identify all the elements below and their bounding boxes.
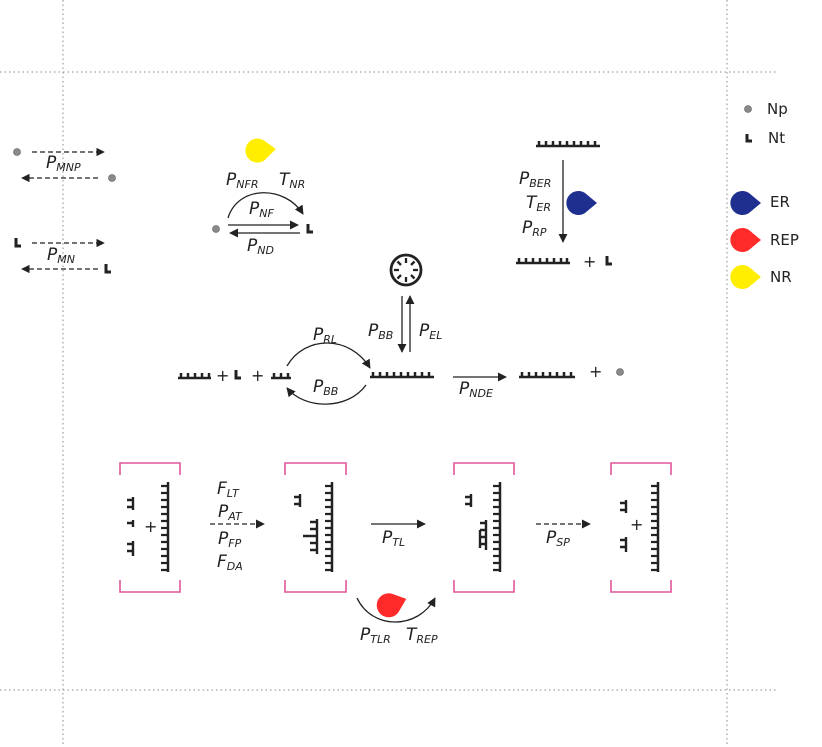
label-pfp: PFP <box>218 529 242 550</box>
ligation-arc <box>286 342 371 369</box>
bracket-bottom <box>453 580 515 593</box>
legend-nt-icon <box>745 134 752 143</box>
label-bb-vertical: PBB <box>368 321 394 342</box>
fragment-icon <box>620 500 628 552</box>
bracket-bottom <box>284 580 347 593</box>
fragment-icon <box>127 497 135 556</box>
label-mnp: PMNP <box>46 153 81 174</box>
label-fda: FDA <box>217 552 243 573</box>
label-el: PEL <box>419 321 443 342</box>
legend-nr-icon <box>730 265 761 289</box>
bracket-top <box>284 462 347 475</box>
template-strand-icon <box>493 482 502 572</box>
label-ber: PBER <box>519 169 552 190</box>
plus-sign: + <box>630 515 644 534</box>
legend-icons <box>730 105 761 289</box>
label-mn: PMN <box>47 245 75 266</box>
label-nf: PNF <box>249 199 274 220</box>
bracket-bottom <box>119 580 181 593</box>
legend-np-icon <box>744 105 752 113</box>
plus-sign: + <box>589 362 603 381</box>
rep-enzyme-icon <box>376 593 407 618</box>
catalysed-formation-arc <box>227 192 304 219</box>
np-dot-icon <box>108 174 116 182</box>
nt-tick-icon <box>306 224 313 234</box>
label-ptl: PTL <box>382 528 406 549</box>
legend-er-label: ER <box>770 193 790 211</box>
polymer-strand-icon <box>516 258 570 265</box>
plus-sign: + <box>583 252 597 271</box>
bracket-top <box>119 462 181 475</box>
nr-enzyme-icon <box>245 138 276 163</box>
label-psp: PSP <box>546 528 570 549</box>
plus-sign: + <box>251 366 265 385</box>
legend-rep-icon <box>730 228 761 253</box>
label-rp: PRP <box>522 218 547 239</box>
fragment-icon <box>294 494 319 554</box>
label-nd: PND <box>247 236 274 257</box>
label-ter: TER <box>526 193 551 214</box>
polymer-strand-icon <box>519 372 575 379</box>
legend-np-label: Np <box>767 100 788 118</box>
enzymatic-break-group <box>516 141 612 266</box>
polymer-strand-icon <box>536 141 600 148</box>
label-tnr: TNR <box>279 170 306 191</box>
template-strand-icon <box>325 482 334 572</box>
np-dot-icon <box>616 368 624 376</box>
bracket-bottom <box>610 580 672 593</box>
np-dot-icon <box>212 225 220 233</box>
nt-tick-icon <box>605 256 612 266</box>
legend-nt-label: Nt <box>768 129 786 147</box>
polymer-strand-icon <box>370 372 434 379</box>
polymer-strand-icon <box>271 373 291 380</box>
label-pat: PAT <box>218 502 242 523</box>
bracket-top <box>453 462 515 475</box>
circular-polymer-icon <box>389 253 423 287</box>
template-strand-icon <box>161 482 170 572</box>
catalysed-ligation-arc <box>356 597 436 623</box>
nt-tick-icon <box>234 370 241 380</box>
label-ptlr: PTLR <box>360 625 391 646</box>
label-rl: PRL <box>313 325 338 346</box>
np-dot-icon <box>13 148 21 156</box>
nt-tick-icon <box>14 238 21 248</box>
ligation-group <box>178 253 624 405</box>
plus-sign: + <box>144 517 158 536</box>
label-flt: FLT <box>217 479 239 500</box>
label-nfr: PNFR <box>226 170 259 191</box>
label-bb-loop: PBB <box>313 377 339 398</box>
plus-sign: + <box>216 366 230 385</box>
nt-tick-icon <box>104 264 111 274</box>
label-trep: TREP <box>406 625 438 646</box>
legend-rep-label: REP <box>770 231 799 249</box>
formation-group <box>212 138 313 238</box>
legend-er-icon <box>730 191 761 215</box>
polymer-strand-icon <box>178 373 211 380</box>
label-nde: PNDE <box>459 379 493 400</box>
bracket-top <box>610 462 672 475</box>
legend-nr-label: NR <box>770 268 792 286</box>
migration-nt-group <box>14 238 111 274</box>
er-enzyme-icon <box>566 191 597 215</box>
migration-np-group <box>13 147 116 183</box>
fragment-icon <box>465 494 488 550</box>
break-arc <box>286 384 367 405</box>
replication-group <box>119 462 672 623</box>
guide-lines <box>0 0 778 747</box>
template-strand-icon <box>651 482 660 572</box>
